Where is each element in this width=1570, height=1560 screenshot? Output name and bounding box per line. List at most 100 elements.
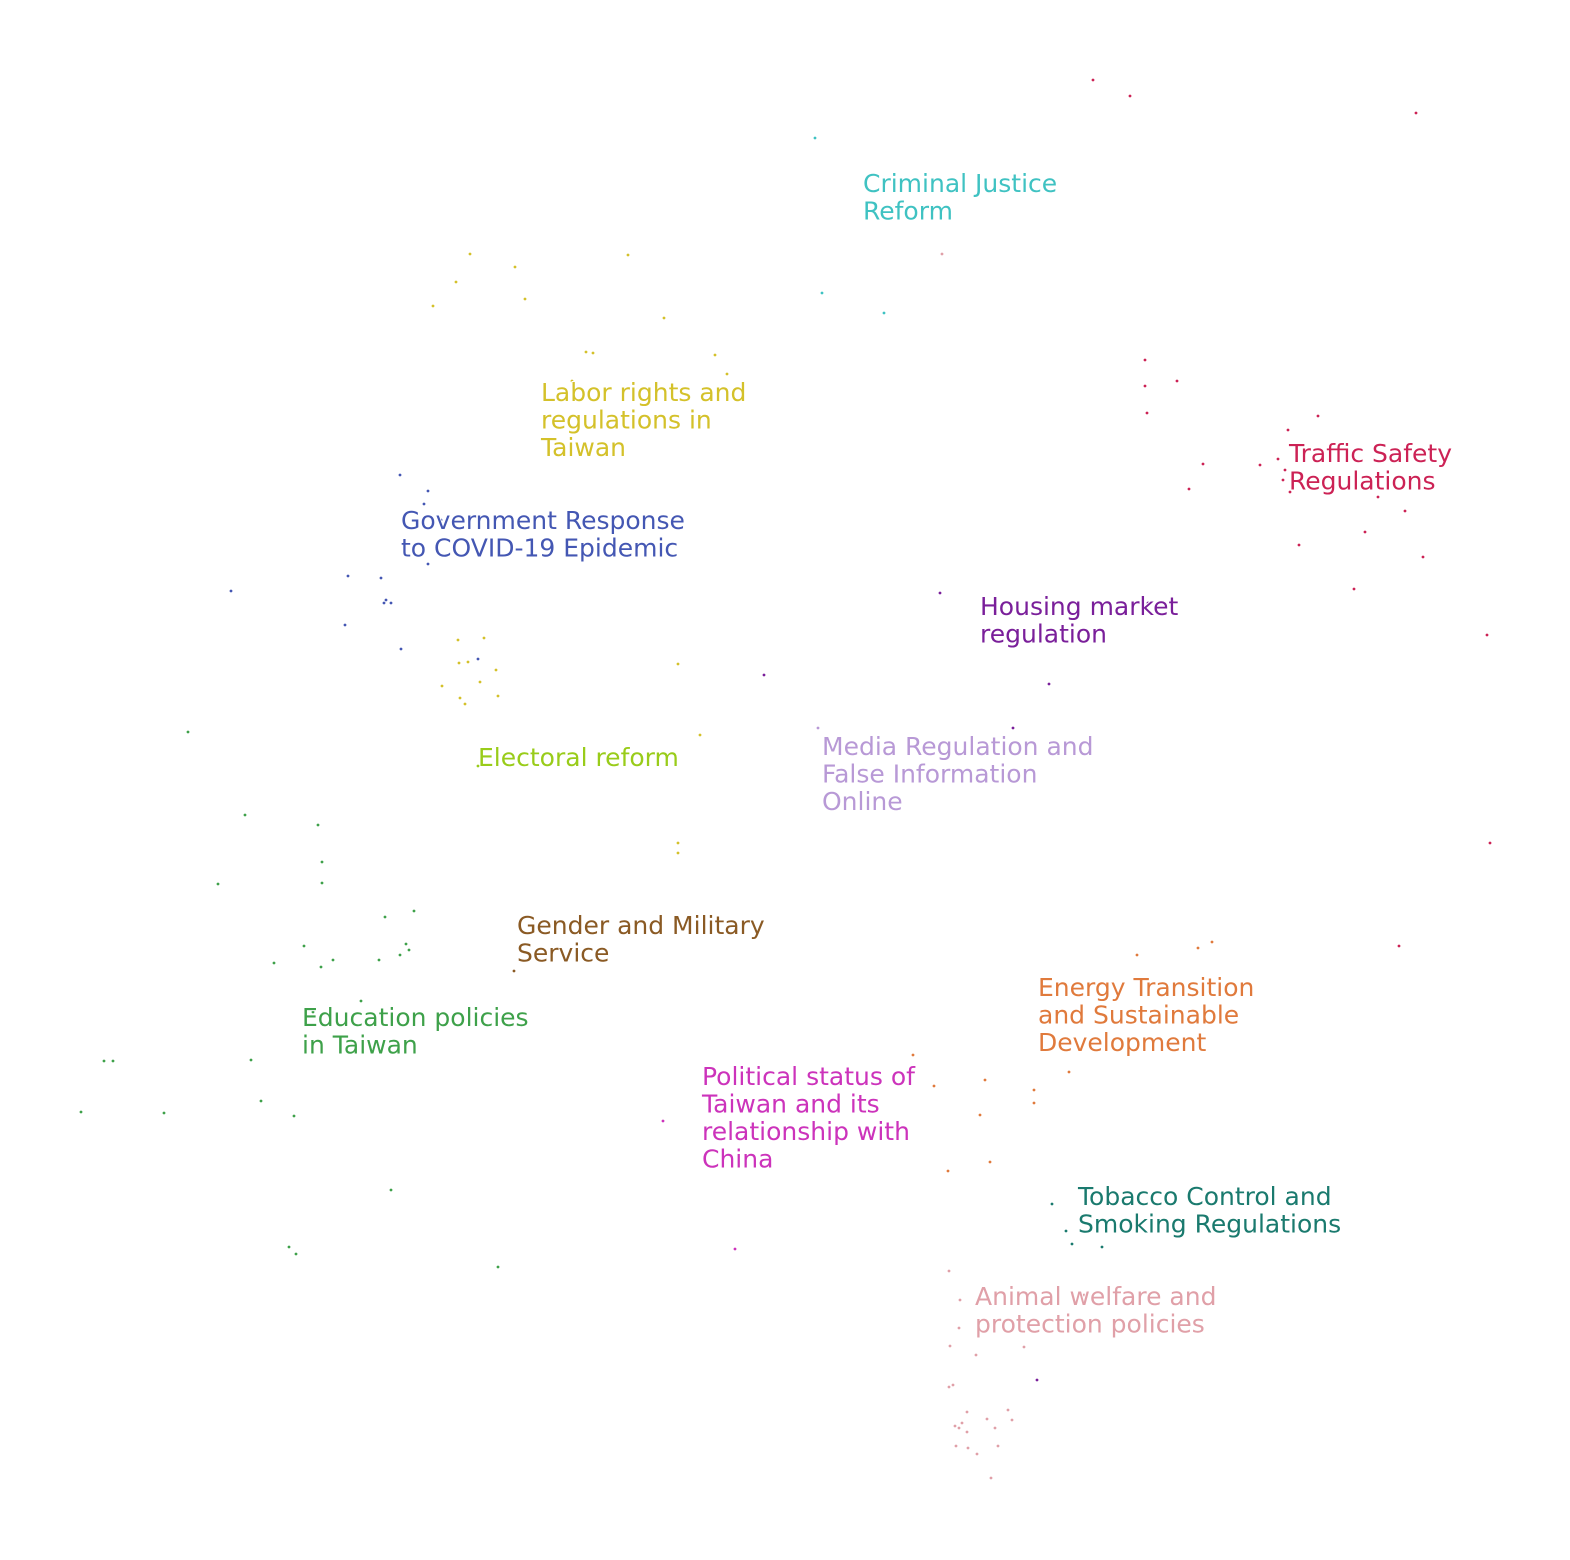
point-gender-and-military-service-0 — [512, 969, 516, 973]
point-labor-rights-and-regulations-in-taiwan-17 — [478, 680, 482, 684]
point-energy-transition-and-sustainable-development-5 — [983, 1078, 987, 1082]
point-labor-rights-and-regulations-in-taiwan-15 — [457, 661, 461, 665]
cluster-label-line: Electoral reform — [478, 743, 679, 772]
point-government-response-to-covid-19-epidemic-8 — [384, 598, 388, 602]
point-traffic-safety-regulations-6 — [1145, 411, 1149, 415]
point-energy-transition-and-sustainable-development-9 — [978, 1113, 982, 1117]
point-criminal-justice-reform-2 — [882, 311, 886, 315]
point-energy-transition-and-sustainable-development-0 — [1135, 953, 1139, 957]
point-labor-rights-and-regulations-in-taiwan-6 — [662, 316, 666, 320]
cluster-label-line: Smoking Regulations — [1078, 1210, 1341, 1239]
point-education-policies-in-taiwan-27 — [294, 1252, 298, 1256]
point-education-policies-in-taiwan-21 — [79, 1110, 83, 1114]
point-education-policies-in-taiwan-11 — [302, 944, 306, 948]
point-labor-rights-and-regulations-in-taiwan-25 — [676, 851, 680, 855]
point-education-policies-in-taiwan-25 — [389, 1188, 393, 1192]
point-education-policies-in-taiwan-12 — [331, 958, 335, 962]
point-education-policies-in-taiwan-10 — [398, 953, 402, 957]
point-political-status-of-taiwan-and-its-relationship-with-china-1 — [733, 1247, 737, 1251]
point-animal-welfare-and-protection-policies-20 — [966, 1446, 970, 1450]
point-government-response-to-covid-19-epidemic-10 — [382, 601, 386, 605]
cluster-label-line: Taiwan — [540, 433, 626, 462]
point-traffic-safety-regulations-17 — [1403, 509, 1407, 513]
point-labor-rights-and-regulations-in-taiwan-0 — [468, 252, 472, 256]
point-animal-welfare-and-protection-policies-13 — [985, 1417, 989, 1421]
point-labor-rights-and-regulations-in-taiwan-14 — [466, 660, 470, 664]
point-energy-transition-and-sustainable-development-1 — [1196, 946, 1200, 950]
point-education-policies-in-taiwan-17 — [311, 1010, 315, 1014]
point-animal-welfare-and-protection-policies-5 — [948, 1344, 952, 1348]
point-media-regulation-and-false-information-online-1 — [823, 752, 827, 756]
point-animal-welfare-and-protection-policies-12 — [1010, 1418, 1014, 1422]
cluster-label-line: Animal welfare and — [975, 1282, 1216, 1311]
cluster-label-line: Media Regulation and — [822, 732, 1094, 761]
point-education-policies-in-taiwan-8 — [404, 942, 408, 946]
point-education-policies-in-taiwan-0 — [186, 730, 190, 734]
point-education-policies-in-taiwan-19 — [111, 1059, 115, 1063]
point-education-policies-in-taiwan-24 — [292, 1114, 296, 1118]
point-labor-rights-and-regulations-in-taiwan-7 — [584, 350, 588, 354]
cluster-label-line: Service — [517, 939, 609, 968]
point-housing-market-regulation-5 — [1035, 1378, 1039, 1382]
cluster-label-line: Political status of — [702, 1062, 916, 1091]
point-traffic-safety-regulations-3 — [1143, 358, 1147, 362]
point-criminal-justice-reform-0 — [813, 136, 817, 140]
point-traffic-safety-regulations-11 — [1276, 457, 1280, 461]
cluster-label-line: Online — [822, 787, 903, 816]
point-energy-transition-and-sustainable-development-2 — [1210, 940, 1214, 944]
point-traffic-safety-regulations-18 — [1297, 543, 1301, 547]
point-animal-welfare-and-protection-policies-22 — [975, 1452, 979, 1456]
point-labor-rights-and-regulations-in-taiwan-16 — [494, 668, 498, 672]
point-education-policies-in-taiwan-4 — [320, 881, 324, 885]
cluster-label-line: Gender and Military — [517, 911, 765, 940]
point-political-status-of-taiwan-and-its-relationship-with-china-0 — [661, 1119, 665, 1123]
cluster-label-line: Regulations — [1289, 467, 1436, 496]
point-traffic-safety-regulations-12 — [1283, 468, 1287, 472]
point-traffic-safety-regulations-9 — [1201, 462, 1205, 466]
cluster-label-line: Taiwan and its — [701, 1090, 880, 1119]
cluster-label-line: to COVID-19 Epidemic — [401, 534, 678, 563]
point-energy-transition-and-sustainable-development-10 — [988, 1160, 992, 1164]
point-labor-rights-and-regulations-in-taiwan-2 — [454, 280, 458, 284]
cluster-label-line: China — [702, 1145, 773, 1174]
point-animal-welfare-and-protection-policies-10 — [965, 1410, 969, 1414]
cluster-label-line: Labor rights and — [541, 378, 746, 407]
point-education-policies-in-taiwan-26 — [287, 1245, 291, 1249]
point-animal-welfare-and-protection-policies-11 — [1006, 1408, 1010, 1412]
cluster-label-line: Tobacco Control and — [1077, 1182, 1332, 1211]
point-traffic-safety-regulations-24 — [1397, 944, 1401, 948]
point-government-response-to-covid-19-epidemic-4 — [426, 562, 430, 566]
point-labor-rights-and-regulations-in-taiwan-20 — [458, 696, 462, 700]
point-housing-market-regulation-0 — [938, 591, 942, 595]
point-traffic-safety-regulations-16 — [1376, 495, 1380, 499]
point-animal-welfare-and-protection-policies-15 — [957, 1426, 961, 1430]
point-animal-welfare-and-protection-policies-1 — [947, 1269, 951, 1273]
point-energy-transition-and-sustainable-development-8 — [1032, 1101, 1036, 1105]
cluster-label-line: False Information — [822, 760, 1037, 789]
point-government-response-to-covid-19-epidemic-6 — [379, 576, 383, 580]
point-labor-rights-and-regulations-in-taiwan-19 — [496, 694, 500, 698]
point-government-response-to-covid-19-epidemic-1 — [426, 489, 430, 493]
point-animal-welfare-and-protection-policies-4 — [957, 1326, 961, 1330]
point-traffic-safety-regulations-20 — [1421, 555, 1425, 559]
point-animal-welfare-and-protection-policies-23 — [989, 1476, 993, 1480]
cluster-label-line: regulations in — [541, 406, 712, 435]
point-traffic-safety-regulations-19 — [1363, 530, 1367, 534]
point-animal-welfare-and-protection-policies-17 — [965, 1430, 969, 1434]
point-government-response-to-covid-19-epidemic-3 — [439, 518, 443, 522]
point-traffic-safety-regulations-4 — [1143, 384, 1147, 388]
cluster-label-line: Education policies — [302, 1003, 529, 1032]
cluster-label-line: Energy Transition — [1038, 973, 1254, 1002]
point-labor-rights-and-regulations-in-taiwan-9 — [713, 353, 717, 357]
point-government-response-to-covid-19-epidemic-9 — [389, 601, 393, 605]
point-animal-welfare-and-protection-policies-9 — [951, 1383, 955, 1387]
point-traffic-safety-regulations-23 — [1488, 841, 1492, 845]
point-housing-market-regulation-1 — [1146, 601, 1150, 605]
